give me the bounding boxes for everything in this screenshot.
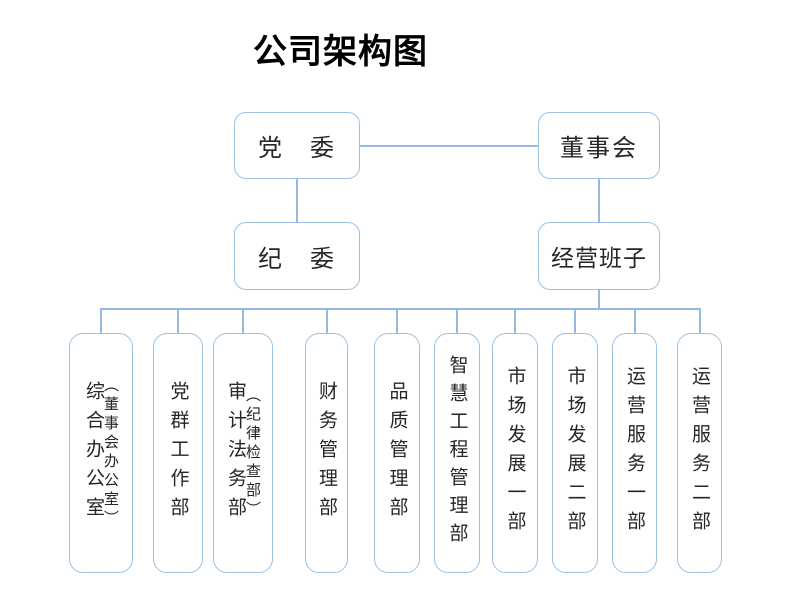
dept-box-operations-service-2: 运营服务二部 xyxy=(677,333,722,573)
connector-drop-10 xyxy=(699,308,701,333)
connector-drop-4 xyxy=(326,308,328,333)
connector-party-board xyxy=(360,145,538,147)
connector-party-discipline xyxy=(296,179,298,222)
connector-board-management xyxy=(598,179,600,222)
node-discipline-committee: 纪 委 xyxy=(234,222,360,290)
connector-bus-line xyxy=(100,308,700,310)
connector-drop-2 xyxy=(177,308,179,333)
dept-box-smart-engineering: 智慧工程管理部 xyxy=(434,333,480,573)
connector-drop-8 xyxy=(574,308,576,333)
dept-box-general-office: 综合办公室 （董事会办公室） xyxy=(69,333,133,573)
node-board-of-directors-label: 董事会 xyxy=(560,135,638,162)
dept-label: 品质管理部 xyxy=(386,380,408,526)
dept-label: 市场发展二部 xyxy=(564,366,586,540)
dept-box-market-dev-2: 市场发展二部 xyxy=(552,333,598,573)
connector-drop-1 xyxy=(100,308,102,333)
node-management-team: 经营班子 xyxy=(538,222,660,290)
dept-box-market-dev-1: 市场发展一部 xyxy=(492,333,538,573)
node-management-team-label: 经营班子 xyxy=(551,245,647,271)
connector-drop-5 xyxy=(396,308,398,333)
dept-label: 运营服务二部 xyxy=(689,366,710,540)
dept-label: 市场发展一部 xyxy=(504,366,526,540)
dept-sublabel: （纪律检查部） xyxy=(244,386,261,520)
chart-title: 公司架构图 xyxy=(253,32,428,72)
connector-drop-6 xyxy=(456,308,458,333)
connector-drop-7 xyxy=(514,308,516,333)
connector-drop-9 xyxy=(634,308,636,333)
dept-box-party-mass-work: 党群工作部 xyxy=(153,333,203,573)
dept-label: 党群工作部 xyxy=(167,380,189,526)
node-discipline-committee-label: 纪 委 xyxy=(258,245,336,273)
dept-sublabel: （董事会办公室） xyxy=(102,377,119,529)
dept-label: 综合办公室 xyxy=(83,380,104,526)
dept-label: 运营服务一部 xyxy=(624,366,645,540)
dept-label: 财务管理部 xyxy=(316,380,337,526)
dept-box-finance: 财务管理部 xyxy=(305,333,348,573)
dept-box-audit-legal: 审计法务部 （纪律检查部） xyxy=(213,333,273,573)
dept-box-operations-service-1: 运营服务一部 xyxy=(612,333,657,573)
connector-drop-3 xyxy=(242,308,244,333)
dept-box-quality: 品质管理部 xyxy=(374,333,420,573)
node-party-committee-label: 党 委 xyxy=(258,135,336,162)
node-board-of-directors: 董事会 xyxy=(538,112,660,179)
node-party-committee: 党 委 xyxy=(234,112,360,179)
dept-label: 智慧工程管理部 xyxy=(446,355,468,551)
connector-management-bus xyxy=(598,290,600,309)
dept-label: 审计法务部 xyxy=(225,380,246,526)
